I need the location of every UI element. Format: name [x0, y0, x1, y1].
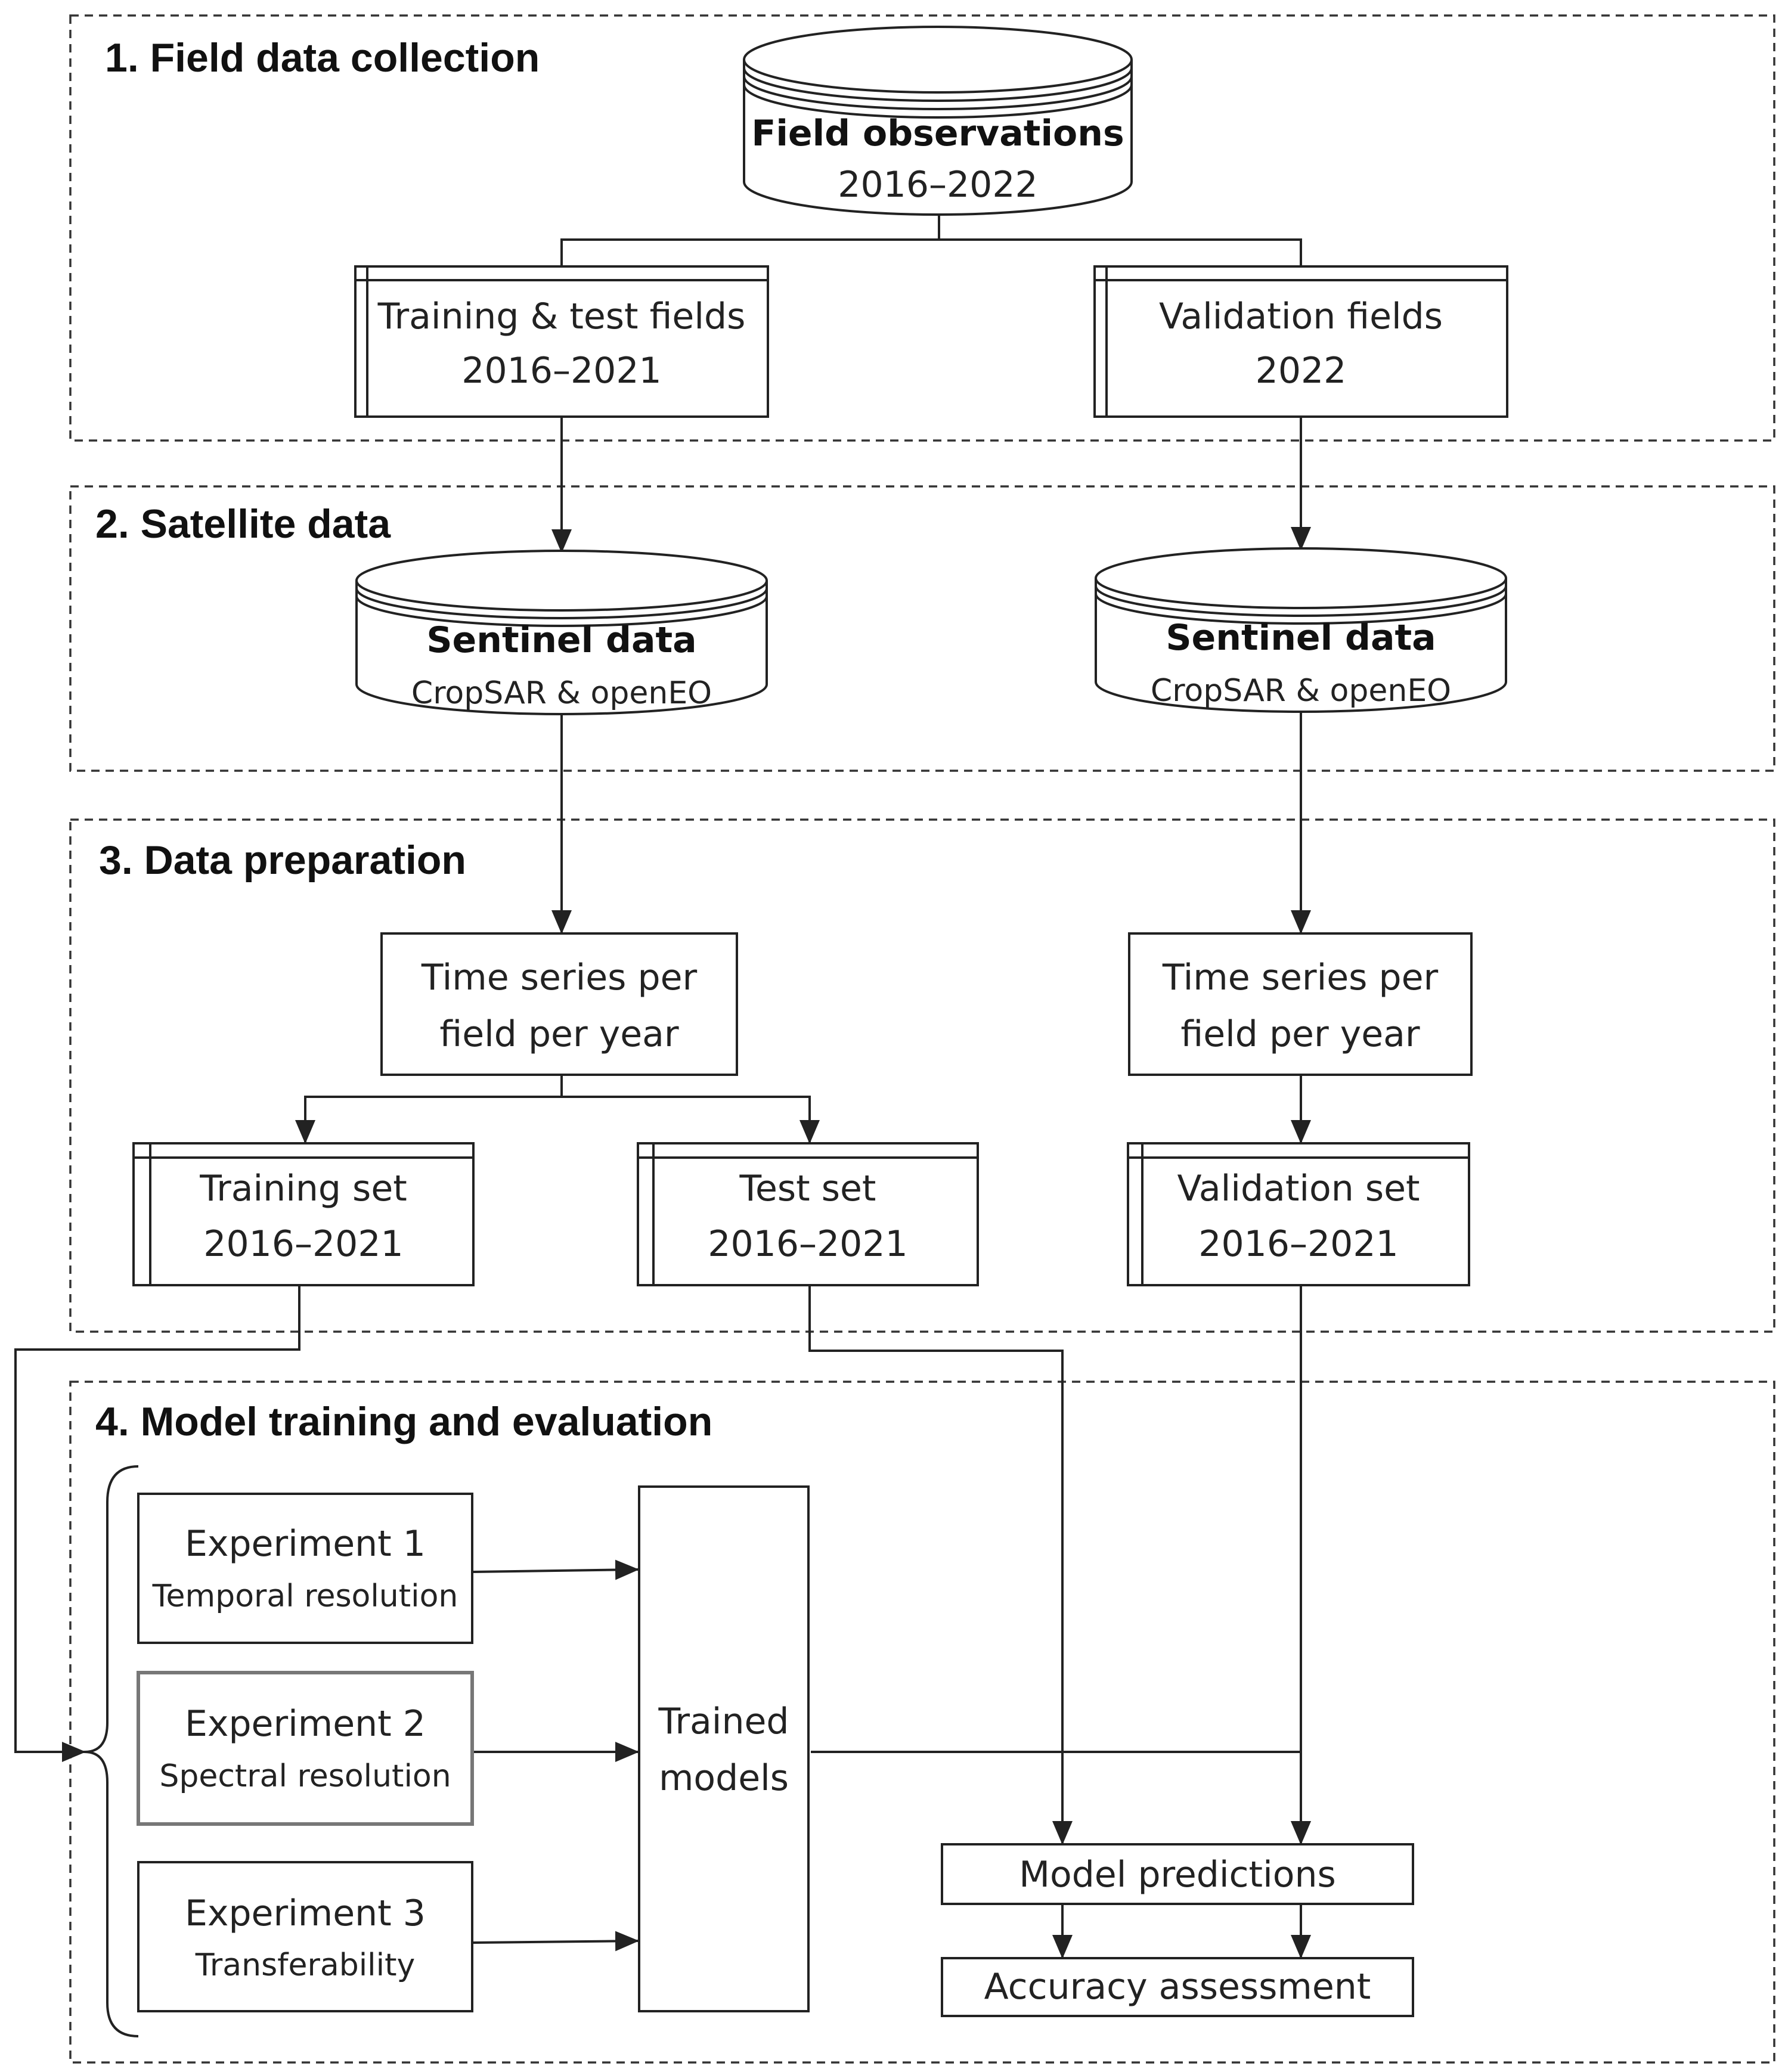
test-set-box: Test set 2016–2021	[637, 1142, 979, 1286]
arrow	[14, 1285, 300, 1762]
box-line2: 2022	[1256, 350, 1347, 392]
box-line2: 2016–2021	[708, 1223, 907, 1265]
box-line2: 2016–2021	[461, 350, 661, 392]
time-series-left-box: Time series per field per year	[380, 932, 738, 1076]
trained-models-box: Trained models	[638, 1485, 810, 2012]
cylinder-ring	[743, 76, 1133, 110]
box-frame	[637, 1142, 979, 1286]
training-set-box: Training set 2016–2021	[132, 1142, 475, 1286]
section-data-preparation: 3. Data preparation	[69, 818, 1775, 1333]
validation-fields-box: Validation fields 2022	[1093, 265, 1508, 418]
section-frame	[69, 14, 1775, 442]
box-frame	[137, 1671, 474, 1826]
connector	[560, 238, 1302, 265]
cylinder-ring	[355, 588, 768, 619]
arrow	[808, 1285, 1073, 1845]
box-frame	[1128, 932, 1473, 1076]
box-line1: Time series per	[421, 957, 698, 998]
cylinder-ring	[1095, 593, 1507, 625]
cylinder-top	[355, 550, 768, 612]
box-line1: Validation fields	[1159, 296, 1443, 337]
database-title: Field observations	[751, 113, 1124, 154]
box-frame	[941, 1957, 1414, 2017]
section-field-data-collection: 1. Field data collection	[69, 14, 1775, 442]
connectors	[14, 215, 1311, 1959]
box-frame	[137, 1493, 473, 1644]
box-line1: Test set	[739, 1168, 876, 1209]
arrow	[473, 1931, 639, 1952]
accuracy-assessment-box: Accuracy assessment	[941, 1957, 1414, 2017]
time-series-right-box: Time series per field per year	[1128, 932, 1473, 1076]
database-years: 2016–2022	[838, 164, 1037, 206]
box-line1: Training set	[199, 1168, 407, 1209]
database-subtitle: CropSAR & openEO	[1151, 673, 1451, 709]
box-frame	[354, 265, 769, 418]
experiment-3-box: Experiment 3 Transferability	[137, 1861, 473, 2012]
box-frame	[380, 932, 738, 1076]
experiment-subtitle: Transferability	[195, 1947, 415, 1983]
database-subtitle: CropSAR & openEO	[411, 675, 712, 711]
section-satellite-data: 2. Satellite data	[69, 485, 1775, 772]
arrow	[304, 1096, 820, 1144]
experiment-title: Experiment 1	[185, 1523, 426, 1565]
cylinder-ring	[1095, 585, 1507, 617]
box-label: Model predictions	[1019, 1854, 1336, 1896]
box-frame	[1093, 265, 1508, 418]
section-frame	[69, 818, 1775, 1333]
box-frame	[638, 1485, 810, 2012]
training-test-fields-box: Training & test fields 2016–2021	[354, 265, 769, 418]
box-frame	[1127, 1142, 1470, 1286]
model-predictions-box: Model predictions	[941, 1843, 1414, 1905]
cylinder-ring	[743, 84, 1133, 119]
database-title: Sentinel data	[1166, 617, 1436, 659]
cylinder-ring	[355, 595, 768, 627]
box-frame	[132, 1142, 475, 1286]
box-line2: 2016–2021	[1198, 1223, 1398, 1265]
cylinder-body	[743, 60, 1133, 216]
experiment-1-box: Experiment 1 Temporal resolution	[137, 1493, 473, 1644]
field-observations-database: Field observations 2016–2022	[743, 26, 1133, 216]
section-model-training: 4. Model training and evaluation	[69, 1381, 1775, 2064]
cylinder-ring	[743, 67, 1133, 102]
section-frame	[69, 1381, 1775, 2064]
sentinel-data-right-database: Sentinel data CropSAR & openEO	[1095, 547, 1507, 713]
experiment-title: Experiment 3	[185, 1893, 426, 1934]
box-line1: Validation set	[1177, 1168, 1420, 1209]
section-title: 2. Satellite data	[95, 501, 391, 547]
box-frame	[137, 1861, 473, 2012]
box-line2: 2016–2021	[203, 1223, 403, 1265]
section-frame	[69, 485, 1775, 772]
box-line1: Time series per	[1162, 957, 1439, 998]
box-line2: models	[659, 1757, 789, 1799]
box-line1: Training & test fields	[377, 296, 746, 337]
box-line2: field per year	[439, 1013, 678, 1055]
arrow	[473, 1559, 639, 1580]
experiment-subtitle: Temporal resolution	[152, 1578, 458, 1614]
box-line1: Trained	[658, 1701, 789, 1742]
experiment-2-box: Experiment 2 Spectral resolution	[137, 1671, 474, 1826]
section-title: 4. Model training and evaluation	[95, 1399, 712, 1444]
section-title: 1. Field data collection	[105, 35, 540, 80]
experiments-brace	[84, 1465, 139, 2037]
sentinel-data-left-database: Sentinel data CropSAR & openEO	[355, 550, 768, 715]
box-line2: field per year	[1180, 1013, 1420, 1055]
box-frame	[941, 1843, 1414, 1905]
validation-set-box: Validation set 2016–2021	[1127, 1142, 1470, 1286]
arrow	[811, 1751, 1311, 1845]
database-title: Sentinel data	[426, 619, 696, 661]
experiment-title: Experiment 2	[185, 1703, 426, 1745]
experiment-subtitle: Spectral resolution	[159, 1758, 451, 1794]
cylinder-top	[743, 26, 1133, 94]
section-title: 3. Data preparation	[99, 838, 466, 883]
box-label: Accuracy assessment	[984, 1966, 1371, 2008]
cylinder-top	[1095, 547, 1507, 609]
